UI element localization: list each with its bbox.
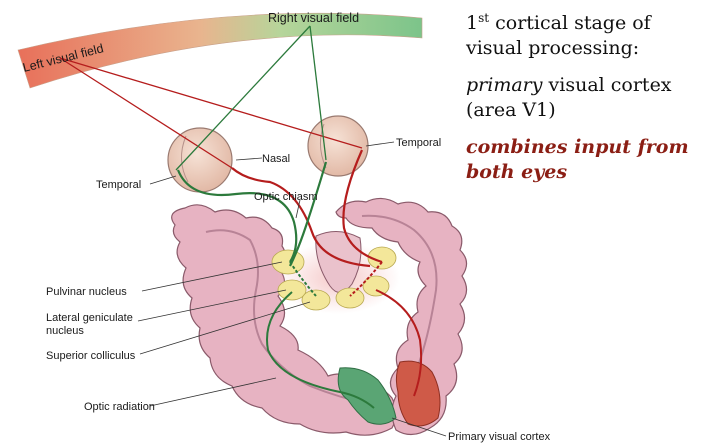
nasal-label: Nasal (262, 153, 290, 165)
caption-area: primary visual cortex (area V1) (466, 73, 706, 123)
superior-colliculus-label: Superior colliculus (46, 350, 136, 362)
temporal-left-label: Temporal (96, 179, 141, 191)
area-rest2: (area V1) (466, 99, 556, 121)
pulvinar-nucleus-left (272, 250, 304, 274)
heading-line2: visual processing: (466, 37, 639, 59)
lgn-left (278, 280, 306, 300)
lgn-label-line2: nucleus (46, 325, 84, 337)
right-visual-field-label: Right visual field (268, 11, 359, 25)
heading-rest: cortical stage of (489, 12, 651, 34)
optic-radiation-label: Optic radiation (84, 401, 155, 413)
emphasis-line1: combines input from (466, 136, 689, 158)
side-caption: 1st cortical stage of visual processing:… (466, 6, 706, 197)
caption-heading: 1st cortical stage of visual processing: (466, 6, 706, 61)
ordinal-number: 1 (466, 12, 478, 34)
ordinal-suffix: st (478, 11, 489, 25)
emphasis-line2: both eyes (466, 161, 567, 183)
primary-word: primary (466, 74, 542, 96)
superior-colliculus-left (302, 290, 330, 310)
area-rest1: visual cortex (542, 74, 671, 96)
left-eye (168, 128, 232, 192)
temporal-right-label: Temporal (396, 137, 441, 149)
pulvinar-nucleus-label: Pulvinar nucleus (46, 286, 127, 298)
optic-chiasm-label: Optic chiasm (254, 191, 318, 203)
right-eye (308, 116, 368, 176)
superior-colliculus-right (336, 288, 364, 308)
lgn-label-line1: Lateral geniculate (46, 312, 133, 324)
primary-visual-cortex-label: Primary visual cortex (448, 431, 551, 443)
caption-emphasis: combines input from both eyes (466, 135, 706, 185)
